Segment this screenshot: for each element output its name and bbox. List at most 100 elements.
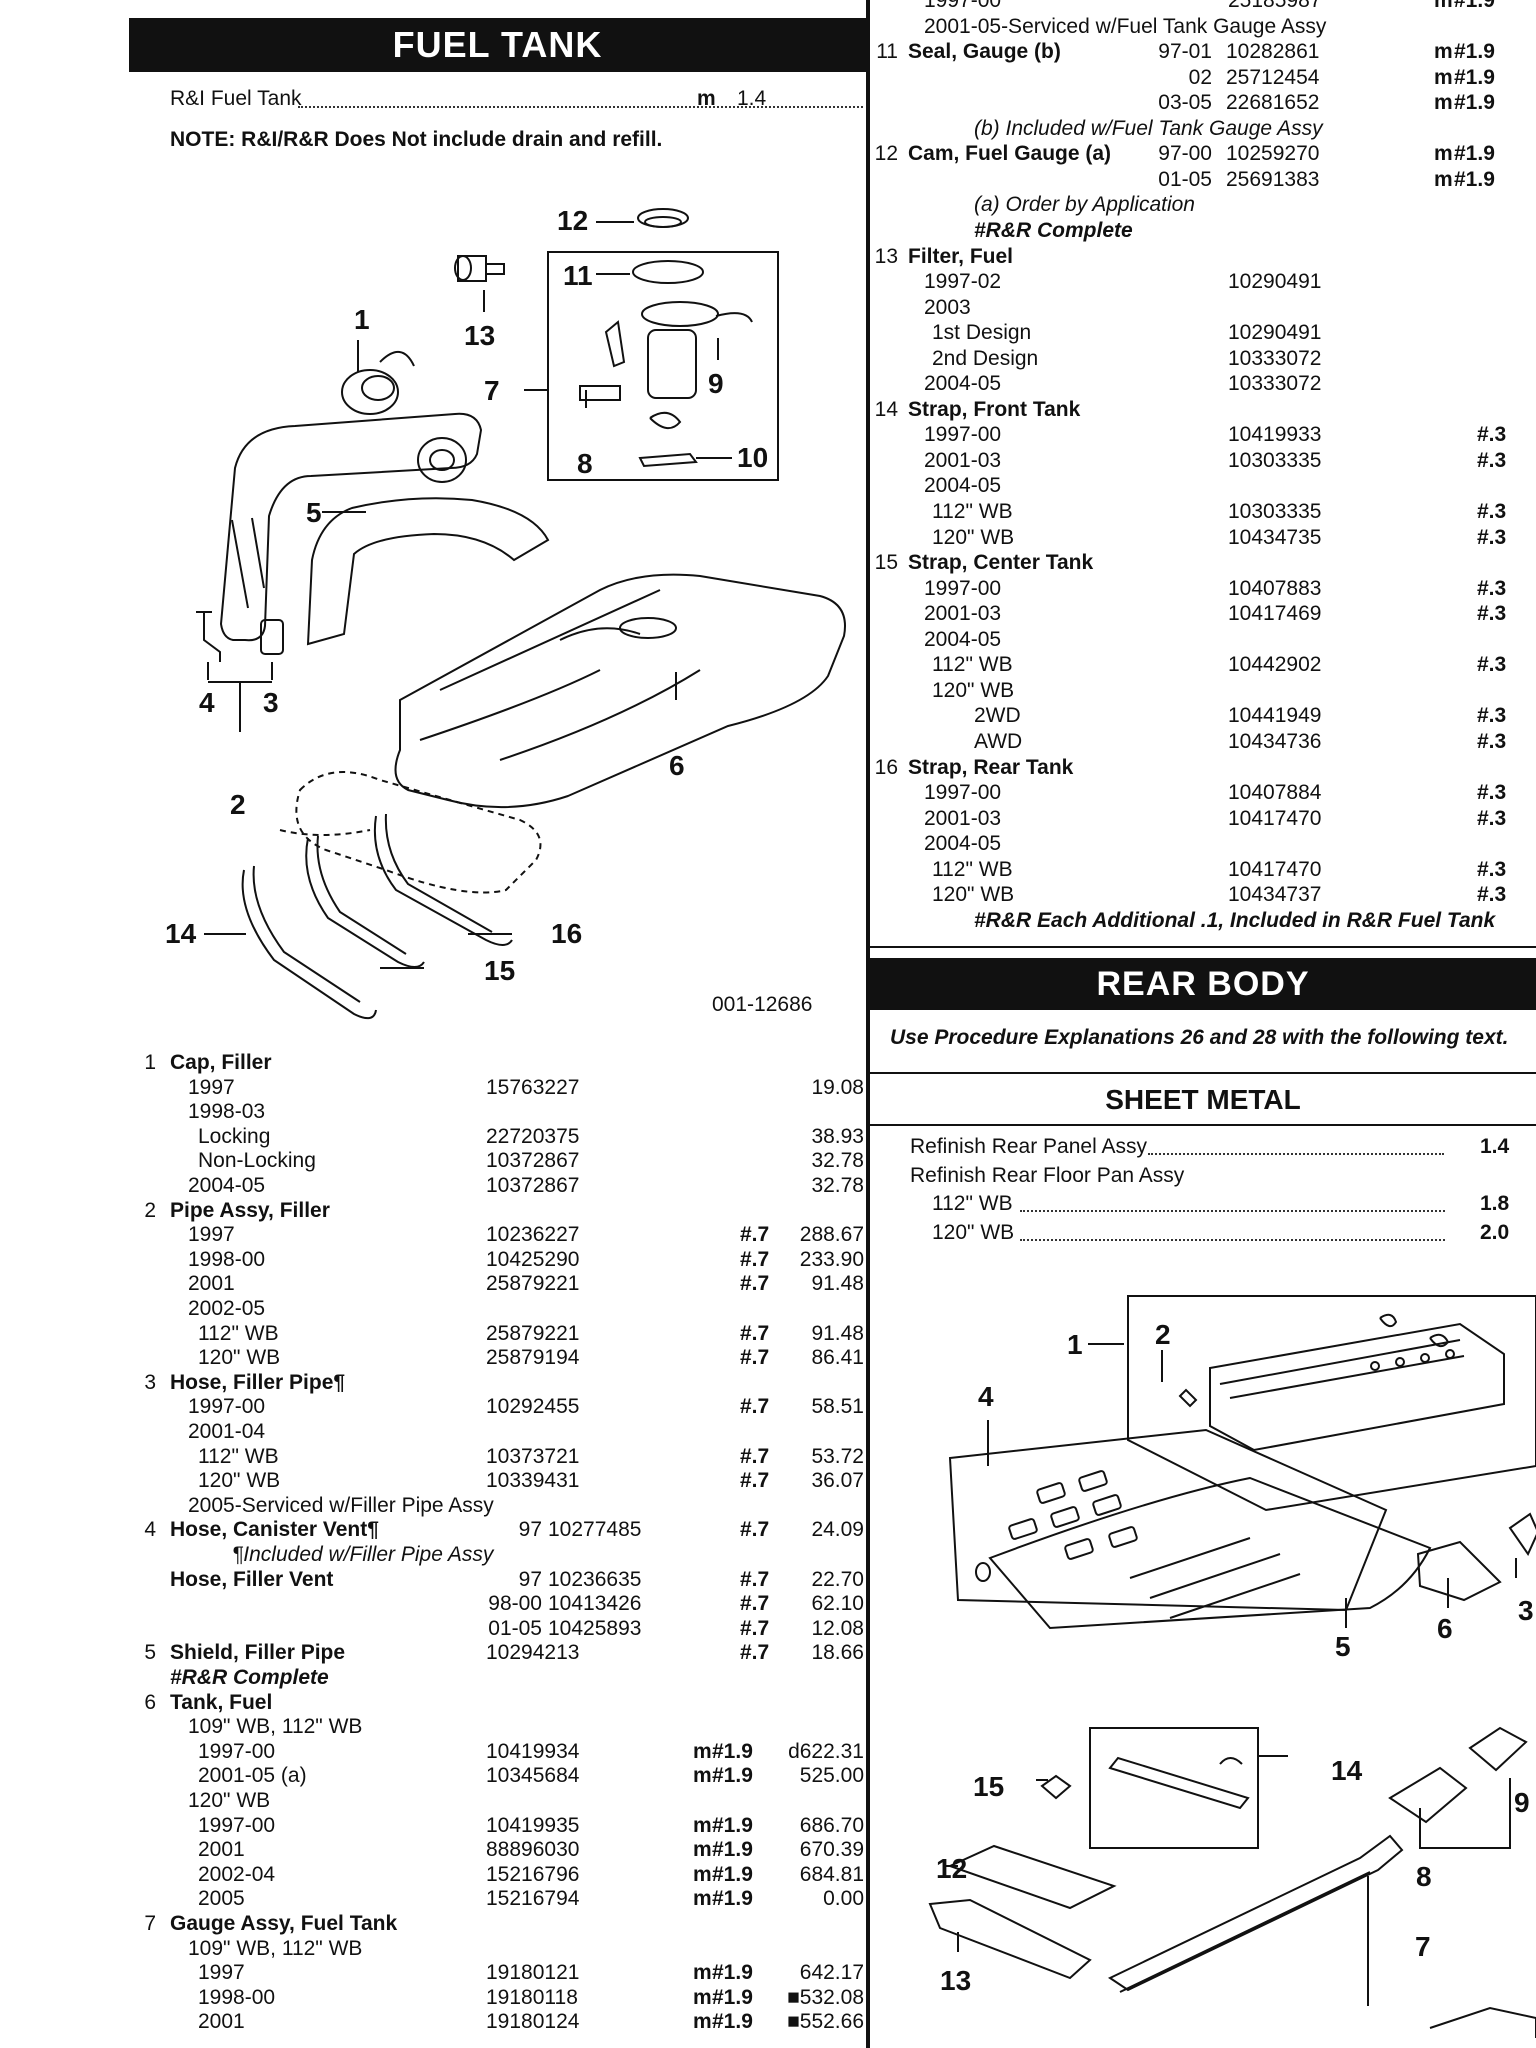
labor-label: Refinish Rear Panel Assy xyxy=(910,1135,1147,1158)
part-description: #R&R Complete xyxy=(170,1666,329,1689)
part-labor: #.3 xyxy=(1477,806,1507,830)
callout-2: 2 xyxy=(1155,1319,1171,1350)
part-labor: #1.9 xyxy=(1454,65,1495,89)
part-description: ¶Included w/Filler Pipe Assy xyxy=(232,1543,494,1566)
part-labor: #1.9 xyxy=(712,1985,753,2009)
part-flag: m xyxy=(1434,65,1453,89)
part-description: Hose, Filler Vent xyxy=(170,1567,334,1591)
part-row: #R&R Complete xyxy=(870,218,1536,243)
drain-refill-note: NOTE: R&I/R&R Does Not include drain and… xyxy=(170,128,663,151)
figure-code: 001-12686 xyxy=(712,993,813,1016)
part-number: 10292455 xyxy=(486,1395,580,1419)
part-labor: #.7 xyxy=(740,1247,770,1271)
part-description: (b) Included w/Fuel Tank Gauge Assy xyxy=(974,116,1323,140)
part-number: 10413426 xyxy=(548,1592,642,1616)
part-number: 15216794 xyxy=(486,1887,580,1911)
part-description: 120" WB xyxy=(198,1346,281,1370)
callout-3: 3 xyxy=(263,687,279,718)
part-year: 98-00 xyxy=(488,1592,542,1616)
callout-16: 16 xyxy=(551,918,582,949)
part-price: 32.78 xyxy=(811,1149,864,1173)
part-labor: #.3 xyxy=(1477,781,1507,805)
part-row: 109" WB, 112" WB xyxy=(140,1714,860,1739)
part-labor: #1.9 xyxy=(1454,167,1495,191)
part-row: ¶Included w/Filler Pipe Assy xyxy=(140,1542,860,1567)
callout-7: 7 xyxy=(484,375,500,406)
part-number: 25879221 xyxy=(486,1321,580,1345)
part-number: 25691383 xyxy=(1226,167,1320,191)
part-year: 97-01 xyxy=(1158,40,1212,64)
callout-13: 13 xyxy=(940,1965,971,1996)
callout-8: 8 xyxy=(577,448,593,479)
part-number: 10345684 xyxy=(486,1764,580,1788)
part-labor: #.7 xyxy=(740,1395,770,1419)
part-number: 25185987 xyxy=(1228,0,1322,12)
part-description: 1997-02 xyxy=(924,270,1002,294)
part-description: Non-Locking xyxy=(198,1149,316,1173)
callout-11: 11 xyxy=(563,260,593,291)
part-description: 1997-00 xyxy=(924,781,1002,805)
callout-4: 4 xyxy=(978,1381,994,1412)
part-number: 19180124 xyxy=(486,2010,580,2034)
part-number: 25879221 xyxy=(486,1272,580,1296)
labor-label: 120" WB xyxy=(932,1220,1015,1244)
part-number: 10417470 xyxy=(1228,857,1322,881)
part-price: ■552.66 xyxy=(787,2010,864,2034)
part-description: 120" WB xyxy=(198,1469,281,1493)
part-number: 10442902 xyxy=(1228,653,1322,677)
part-description: 1997-00 xyxy=(924,423,1002,447)
rni-fuel-tank-labor: R&I Fuel Tank xyxy=(170,86,863,112)
part-number: 88896030 xyxy=(486,1838,580,1862)
rule-below-sheet-metal xyxy=(870,1124,1536,1126)
part-index: 14 xyxy=(874,397,898,421)
part-row: #R&R Complete xyxy=(140,1665,860,1690)
part-description: 112" WB xyxy=(198,1321,279,1345)
part-price: 12.08 xyxy=(811,1616,864,1640)
part-row: #R&R Each Additional .1, Included in R&R… xyxy=(870,908,1536,933)
part-number: 10419933 xyxy=(1228,423,1322,447)
part-description: Gauge Assy, Fuel Tank xyxy=(170,1912,398,1935)
part-year: 01-05 xyxy=(488,1616,542,1640)
part-description: 2005-Serviced w/Filler Pipe Assy xyxy=(188,1493,494,1517)
part-description: Locking xyxy=(198,1124,271,1148)
part-price: 686.70 xyxy=(799,1813,864,1837)
part-description: Hose, Canister Vent¶ xyxy=(170,1518,379,1542)
part-price: 24.09 xyxy=(811,1518,864,1542)
part-labor: #1.9 xyxy=(712,2010,753,2034)
part-description: 2001-05-Serviced w/Fuel Tank Gauge Assy xyxy=(924,14,1327,38)
part-number: 10419935 xyxy=(486,1813,580,1837)
part-labor: #1.9 xyxy=(1454,40,1495,64)
part-index: 2 xyxy=(144,1198,156,1222)
part-number: 10434735 xyxy=(1228,525,1322,549)
part-description: 2001-03 xyxy=(924,602,1002,626)
part-price: 288.67 xyxy=(799,1223,864,1247)
part-number: 10419934 xyxy=(486,1739,580,1763)
part-labor: #.7 xyxy=(740,1518,770,1542)
part-number: 10290491 xyxy=(1228,270,1322,294)
part-labor: #.3 xyxy=(1477,500,1507,523)
callout-15: 15 xyxy=(484,955,515,986)
part-year: 97 xyxy=(518,1518,542,1542)
callout-10: 10 xyxy=(737,442,768,473)
part-labor: #1.9 xyxy=(712,1862,753,1886)
part-labor: #.3 xyxy=(1477,857,1507,881)
rear-body-sheet-metal-diagram: 1 2 4 5 6 3 14 15 12 13 8 9 7 xyxy=(928,1295,1536,2038)
part-flag: m xyxy=(693,1961,712,1985)
